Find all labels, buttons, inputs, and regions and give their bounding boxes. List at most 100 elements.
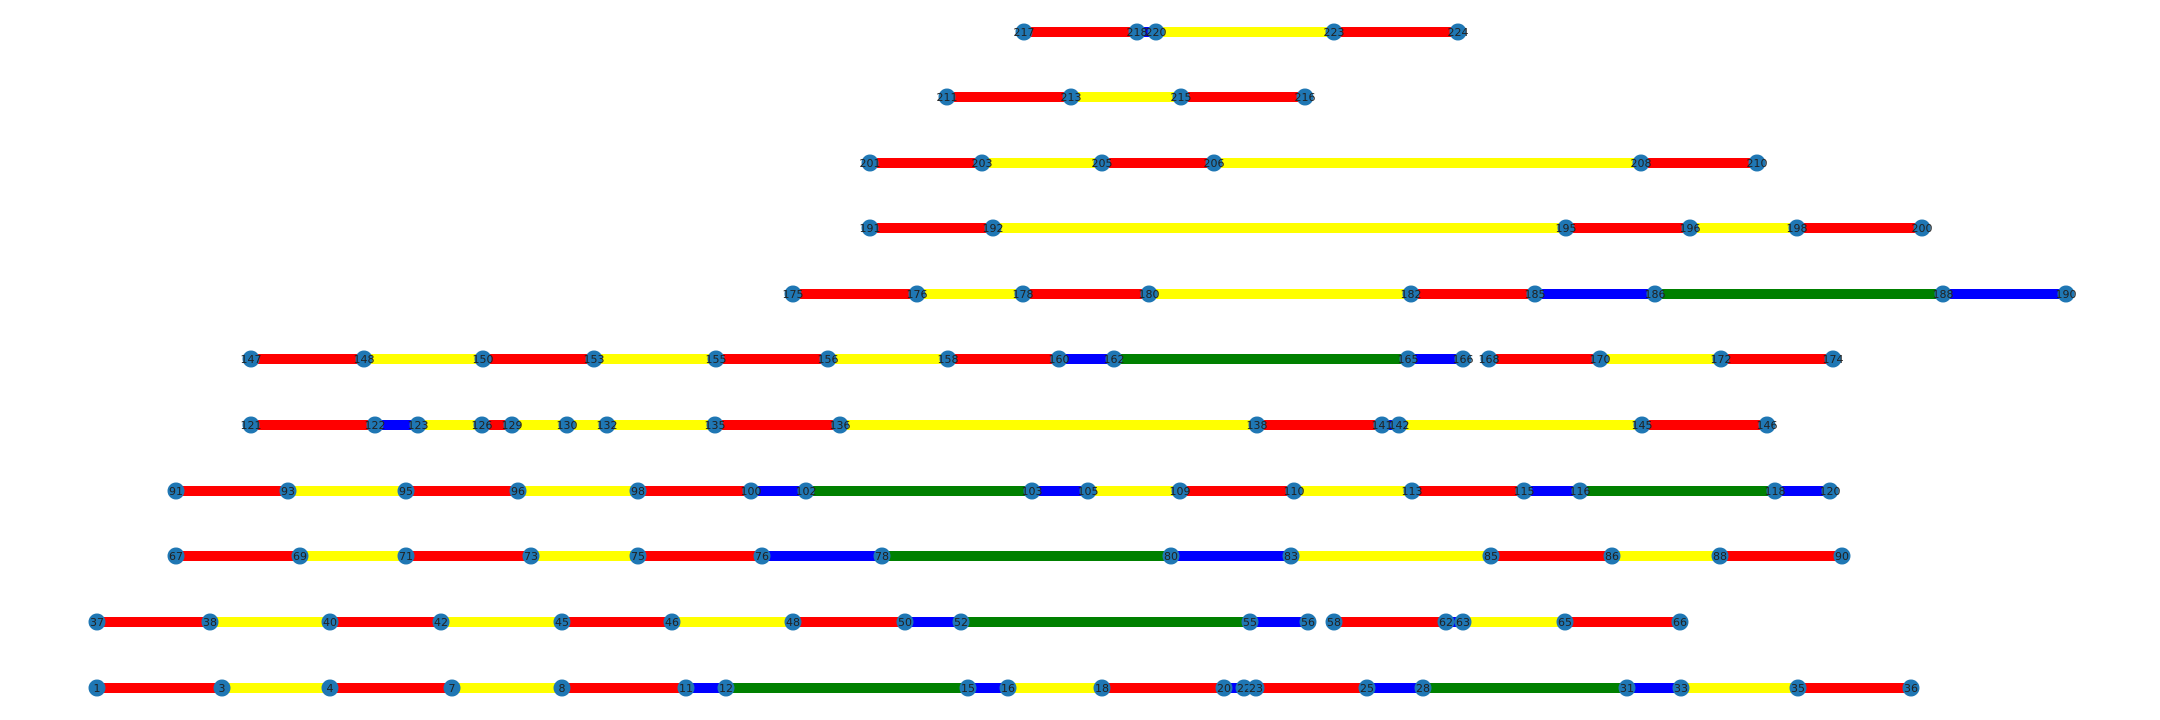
node-label: 129 xyxy=(502,419,523,432)
node-label: 102 xyxy=(796,485,817,498)
node-label: 80 xyxy=(1164,550,1178,563)
node: 35 xyxy=(1789,679,1807,697)
node-label: 48 xyxy=(786,616,800,629)
node-marker xyxy=(2057,285,2075,303)
node-marker xyxy=(959,679,977,697)
node-marker xyxy=(1093,679,1111,697)
node-marker xyxy=(213,679,231,697)
node-marker xyxy=(784,285,802,303)
node-label: 153 xyxy=(584,353,605,366)
node: 86 xyxy=(1603,547,1621,565)
node-label: 52 xyxy=(954,616,968,629)
node-marker xyxy=(432,613,450,631)
node-label: 200 xyxy=(1912,222,1933,235)
node: 205 xyxy=(1092,154,1113,172)
node-label: 33 xyxy=(1674,682,1688,695)
node-marker xyxy=(1758,416,1776,434)
node-marker xyxy=(1556,613,1574,631)
node: 12 xyxy=(717,679,735,697)
node-label: 148 xyxy=(354,353,375,366)
node-marker xyxy=(629,482,647,500)
node: 160 xyxy=(1049,350,1070,368)
node: 147 xyxy=(241,350,262,368)
node: 165 xyxy=(1398,350,1419,368)
node-label: 215 xyxy=(1171,91,1192,104)
node-marker xyxy=(558,416,576,434)
node-marker xyxy=(1128,23,1146,41)
node: 16 xyxy=(999,679,1017,697)
node: 211 xyxy=(937,88,958,106)
node-marker xyxy=(1571,482,1589,500)
node: 67 xyxy=(167,547,185,565)
node-label: 145 xyxy=(1632,419,1653,432)
node-label: 67 xyxy=(169,550,183,563)
node: 121 xyxy=(241,416,262,434)
node-label: 121 xyxy=(241,419,262,432)
node: 52 xyxy=(952,613,970,631)
node-label: 150 xyxy=(473,353,494,366)
node-label: 1 xyxy=(94,682,101,695)
node-marker xyxy=(1788,219,1806,237)
node: 215 xyxy=(1171,88,1192,106)
node-label: 103 xyxy=(1022,485,1043,498)
node: 142 xyxy=(1389,416,1410,434)
node-marker xyxy=(797,482,815,500)
node-marker xyxy=(973,154,991,172)
node: 172 xyxy=(1711,350,1732,368)
node-marker xyxy=(1247,679,1265,697)
node-label: 196 xyxy=(1680,222,1701,235)
node: 129 xyxy=(502,416,523,434)
node-marker xyxy=(1299,613,1317,631)
node: 56 xyxy=(1299,613,1317,631)
node-label: 185 xyxy=(1525,288,1546,301)
node-marker xyxy=(167,547,185,565)
node-label: 180 xyxy=(1139,288,1160,301)
node-marker xyxy=(1399,350,1417,368)
node-marker xyxy=(1390,416,1408,434)
node: 85 xyxy=(1482,547,1500,565)
node-label: 98 xyxy=(631,485,645,498)
node-label: 86 xyxy=(1605,550,1619,563)
node-label: 71 xyxy=(399,550,413,563)
node-marker xyxy=(999,679,1017,697)
node: 116 xyxy=(1570,482,1591,500)
node-marker xyxy=(1821,482,1839,500)
node-label: 110 xyxy=(1284,485,1305,498)
node: 109 xyxy=(1170,482,1191,500)
node-marker xyxy=(1162,547,1180,565)
node-label: 11 xyxy=(679,682,693,695)
node-label: 73 xyxy=(524,550,538,563)
node-marker xyxy=(1325,613,1343,631)
node: 201 xyxy=(860,154,881,172)
node-label: 206 xyxy=(1204,157,1225,170)
node: 176 xyxy=(907,285,928,303)
node: 130 xyxy=(557,416,578,434)
node-label: 40 xyxy=(323,616,337,629)
node-marker xyxy=(861,219,879,237)
node: 93 xyxy=(279,482,297,500)
node-marker xyxy=(1526,285,1544,303)
node: 105 xyxy=(1078,482,1099,500)
node-label: 142 xyxy=(1389,419,1410,432)
node-label: 122 xyxy=(365,419,386,432)
node-marker xyxy=(473,416,491,434)
node-label: 208 xyxy=(1631,157,1652,170)
node-marker xyxy=(1241,613,1259,631)
node-label: 172 xyxy=(1711,353,1732,366)
node-marker xyxy=(952,613,970,631)
node-marker xyxy=(1235,679,1253,697)
node-marker xyxy=(397,482,415,500)
node-marker xyxy=(321,679,339,697)
node-label: 28 xyxy=(1416,682,1430,695)
node-marker xyxy=(1050,350,1068,368)
node-label: 8 xyxy=(559,682,566,695)
node: 220 xyxy=(1146,23,1167,41)
node-marker xyxy=(1591,350,1609,368)
node-marker xyxy=(1833,547,1851,565)
node-label: 36 xyxy=(1904,682,1918,695)
node-label: 15 xyxy=(961,682,975,695)
node-label: 109 xyxy=(1170,485,1191,498)
node-marker xyxy=(1454,613,1472,631)
node-marker xyxy=(1062,88,1080,106)
node-marker xyxy=(88,613,106,631)
